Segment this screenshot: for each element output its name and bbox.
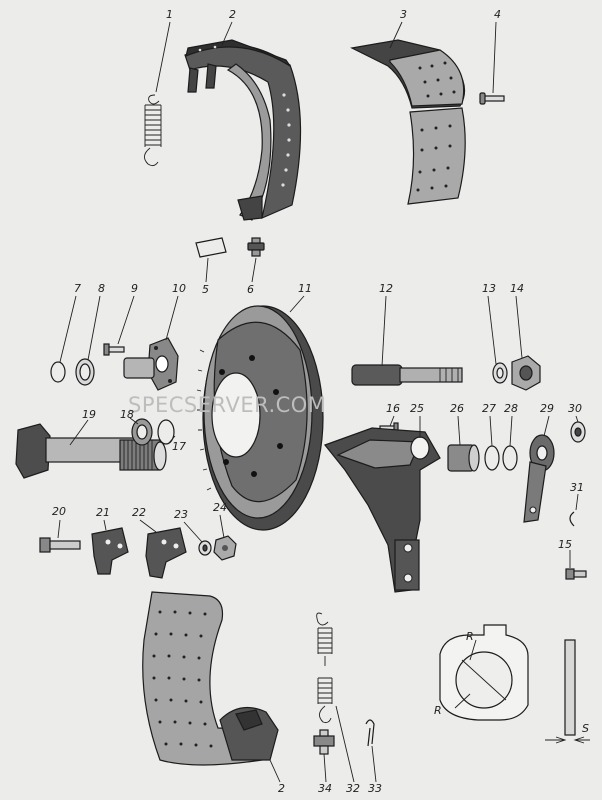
label-5: 5	[202, 283, 209, 296]
part-8-washer	[75, 358, 95, 386]
detail-cam-profile	[439, 624, 529, 721]
part-14-nut	[511, 355, 541, 391]
part-15-bolt	[565, 568, 587, 580]
label-10: 10	[172, 282, 186, 295]
label-27: 27	[482, 402, 496, 415]
label-25: 25	[410, 402, 424, 415]
label-24: 24	[213, 501, 227, 514]
part-3-brake-linings	[350, 39, 466, 205]
part-1-spring	[144, 94, 162, 167]
part-9-bolt	[103, 343, 125, 356]
label-33: 33	[368, 782, 382, 795]
label-23: 23	[174, 508, 188, 521]
part-32-spring	[316, 612, 333, 723]
label-2-bottom: 2	[278, 782, 285, 795]
part-24-nut	[213, 535, 237, 561]
label-7: 7	[74, 282, 81, 295]
label-1: 1	[166, 8, 173, 21]
label-20: 20	[52, 505, 66, 518]
label-thickness-S: S	[582, 722, 589, 735]
label-30: 30	[568, 402, 582, 415]
label-21: 21	[96, 506, 110, 519]
part-34-fitting	[313, 729, 335, 755]
part-26-sleeve	[447, 444, 480, 472]
part-18-bushing	[131, 418, 153, 446]
part-11-backing-plate	[196, 305, 324, 531]
part-28-ring	[502, 445, 518, 471]
label-radius-R: R	[434, 704, 442, 717]
part-20-bolt	[39, 537, 81, 553]
label-19: 19	[82, 408, 96, 421]
label-17: 17	[172, 440, 186, 453]
label-34: 34	[318, 782, 332, 795]
part-4-rivet	[479, 92, 505, 105]
part-31-clip	[569, 511, 575, 527]
detail-plate-thickness	[545, 639, 590, 744]
part-25-bracket	[324, 427, 441, 593]
label-14: 14	[510, 282, 524, 295]
part-6-grease-fitting	[247, 237, 265, 257]
part-23-washer	[198, 540, 212, 556]
leader-lines	[57, 21, 579, 783]
part-33-cotter-pin	[365, 719, 375, 747]
part-5-clip	[195, 237, 227, 258]
label-4: 4	[494, 8, 501, 21]
label-8: 8	[98, 282, 105, 295]
watermark-text: SPECSERVER.COM	[128, 393, 326, 417]
label-3: 3	[400, 8, 407, 21]
part-7-snap-ring	[50, 361, 66, 383]
label-28: 28	[504, 402, 518, 415]
part-17-seal	[157, 419, 175, 445]
label-31: 31	[570, 481, 584, 494]
part-12-anchor-pin	[351, 364, 463, 386]
part-2-brake-shoe-bottom	[142, 591, 279, 766]
label-11: 11	[298, 282, 312, 295]
label-15: 15	[558, 538, 572, 551]
part-22-plate	[145, 527, 187, 579]
label-32: 32	[346, 782, 360, 795]
part-21-plate	[91, 527, 129, 575]
label-12: 12	[379, 282, 393, 295]
part-number-labels: 1 2 3 4 5 6 7 8 9 10 11 12 13 14 15 16 1…	[52, 8, 589, 795]
part-19-camshaft	[15, 423, 167, 479]
label-2-top: 2	[229, 8, 236, 21]
part-2-brake-shoe-top	[184, 39, 302, 221]
part-13-lock-washer	[492, 362, 508, 384]
label-29: 29	[540, 402, 554, 415]
label-18: 18	[120, 408, 134, 421]
label-13: 13	[482, 282, 496, 295]
part-29-slack-adjuster	[523, 434, 555, 523]
part-10-bracket	[123, 337, 179, 391]
label-6: 6	[247, 283, 254, 296]
label-9: 9	[131, 282, 138, 295]
label-16: 16	[386, 402, 400, 415]
label-22: 22	[132, 506, 146, 519]
label-26: 26	[450, 402, 464, 415]
label-radius-small: R	[466, 630, 474, 643]
part-27-ring	[484, 445, 500, 471]
part-30-washer	[570, 421, 586, 443]
